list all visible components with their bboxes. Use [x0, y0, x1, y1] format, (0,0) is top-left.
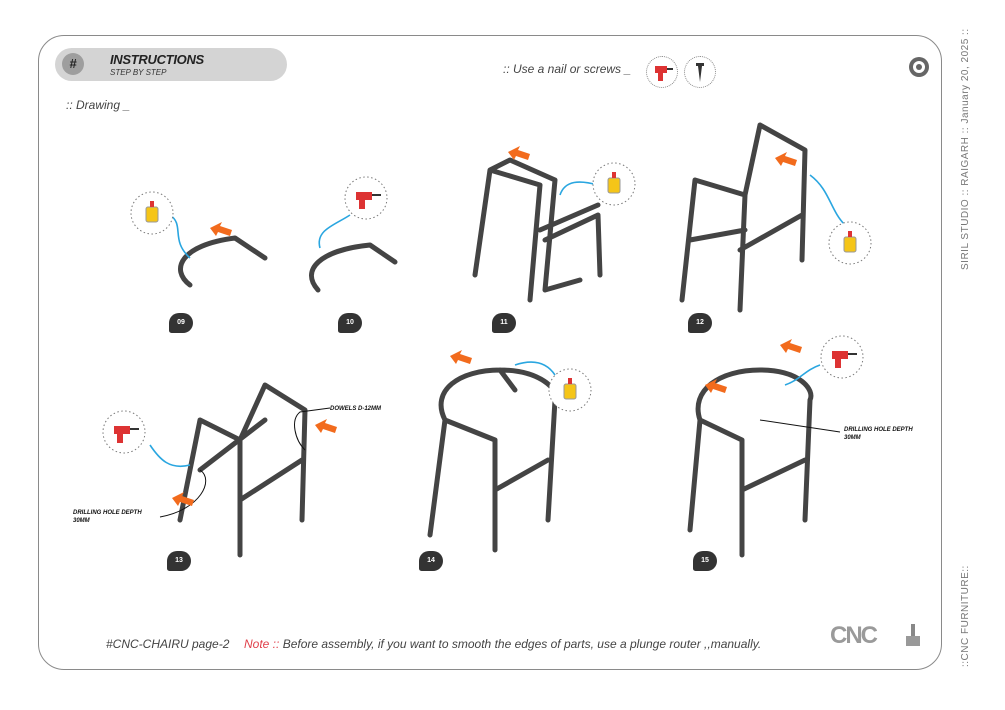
page-subtitle: STEP BY STEP — [110, 68, 167, 77]
dowels-annotation: DOWELS D-12MM — [330, 406, 381, 412]
glue-icon — [828, 221, 872, 265]
glue-icon — [548, 368, 592, 412]
step-badge: 13 — [167, 551, 191, 571]
page-code: #CNC-CHAIRU page-2 — [106, 637, 230, 651]
drill-icon — [820, 335, 864, 379]
drill-icon — [102, 410, 146, 454]
orange-arrow-icon — [775, 152, 797, 166]
screw-icon — [684, 56, 716, 88]
section-label: :: Drawing _ — [66, 98, 131, 112]
page-title: INSTRUCTIONS — [110, 52, 204, 67]
step-13-frame — [177, 382, 308, 558]
footer-note: Note :: Before assembly, if you want to … — [244, 637, 761, 651]
tools-label: :: Use a nail or screws _ — [503, 62, 632, 76]
hash-badge: # — [62, 53, 84, 75]
step-badge: 09 — [169, 313, 193, 333]
router-bit-icon — [906, 624, 920, 646]
glue-icon — [130, 191, 174, 235]
studio-logo — [907, 55, 931, 84]
step-badge: 14 — [419, 551, 443, 571]
step-09-part — [178, 235, 268, 288]
orange-arrow-icon — [780, 339, 802, 353]
step-10-part — [309, 242, 398, 293]
step-14-frame — [427, 367, 559, 553]
note-label: Note :: — [244, 637, 280, 651]
step-badge: 11 — [492, 313, 516, 333]
orange-arrow-icon — [450, 350, 472, 364]
cnc-logo: CNC — [830, 622, 878, 649]
orange-arrow-icon — [210, 222, 232, 236]
drill-icon — [646, 56, 678, 88]
note-text: Before assembly, if you want to smooth t… — [279, 637, 762, 651]
chair-frames — [177, 122, 814, 558]
page-frame — [38, 35, 942, 670]
step-badge: 10 — [338, 313, 362, 333]
step-12-frame — [679, 122, 808, 313]
step-11-frame — [472, 157, 603, 303]
orange-arrow-icon — [315, 419, 337, 433]
step-badge: 12 — [688, 313, 712, 333]
header-pill — [55, 48, 287, 81]
drill-icon — [344, 176, 388, 220]
leader-lines — [159, 407, 841, 518]
drilling-annotation: DRILLING HOLE DEPTH 30MM — [73, 510, 142, 524]
step-15-frame — [687, 367, 814, 558]
drilling-annotation: DRILLING HOLE DEPTH 30MM — [844, 427, 913, 441]
step-badge: 15 — [693, 551, 717, 571]
glue-icon — [592, 162, 636, 206]
